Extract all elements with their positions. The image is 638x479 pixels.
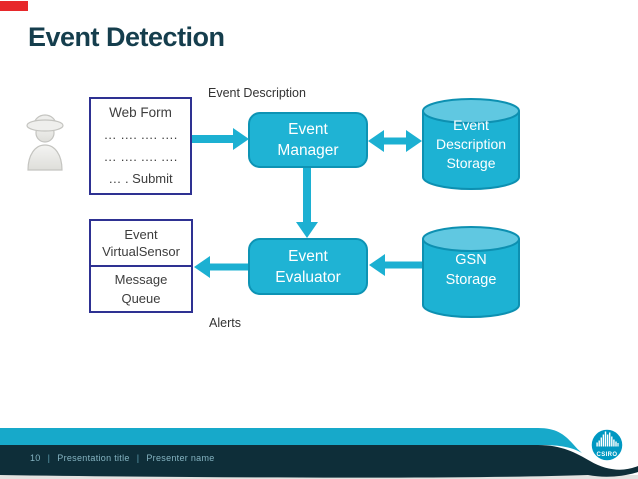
page-number: 10 [30,453,41,463]
footer-band: CSIRO [0,425,638,479]
web-form-title: Web Form [109,105,172,120]
event-manager-node: Event Manager [248,112,368,168]
event-virtualsensor-cell: Event VirtualSensor [91,221,191,265]
red-marker [0,1,28,11]
node-label-line: Evaluator [275,268,341,286]
footer-separator: | [47,453,51,463]
arrow-down-icon [296,168,318,238]
arrow-double-icon [368,130,422,152]
node-label-line: Event [288,247,328,265]
presentation-title: Presentation title [57,453,130,463]
csiro-logo-text: CSIRO [596,452,617,458]
gsn-storage-node: GSN Storage [422,250,520,290]
footer-separator: | [136,453,140,463]
alerts-label: Alerts [209,316,241,330]
database-cylinder-icon [422,98,520,190]
node-label-line: Event [124,227,158,242]
footer-teal-bar [0,428,582,453]
event-description-label: Event Description [208,86,306,100]
sensor-queue-box: Event VirtualSensor Message Queue [89,219,193,313]
box-divider [91,265,191,267]
web-form-submit-line: … . Submit [108,171,173,186]
web-form-dots-line: … …. …. …. [103,127,178,142]
web-form-dots-line: … …. …. …. [103,149,178,164]
database-cylinder-icon [422,226,520,318]
node-label-line: VirtualSensor [102,244,180,259]
web-form-box: Web Form … …. …. …. … …. …. …. … . Submi… [89,97,192,195]
presenter-name: Presenter name [146,453,215,463]
arrow-right-icon [192,128,249,150]
footer-text: 10 | Presentation title | Presenter name [30,453,215,463]
node-label-line: Event [288,121,328,138]
node-label-line: Message [114,272,168,287]
node-label-line: Description [435,136,507,152]
message-queue-cell: Message Queue [91,267,191,311]
event-description-storage-node: Event Description Storage [422,116,520,173]
csiro-soundwave-logo: CSIRO [590,428,624,462]
user-farmer-icon [26,114,64,171]
footer-dark-bar [0,445,638,478]
event-evaluator-node: Event Evaluator [248,238,368,295]
node-label-line: Event [453,117,489,133]
page-title: Event Detection [28,22,225,52]
node-label-line: Manager [277,142,339,159]
arrow-left-icon [369,254,422,276]
node-label-line: Storage [446,155,496,171]
arrow-left-icon [194,256,248,278]
node-label-line: Queue [121,291,161,306]
node-label-line: GSN [455,252,487,268]
node-label-line: Storage [445,272,497,288]
